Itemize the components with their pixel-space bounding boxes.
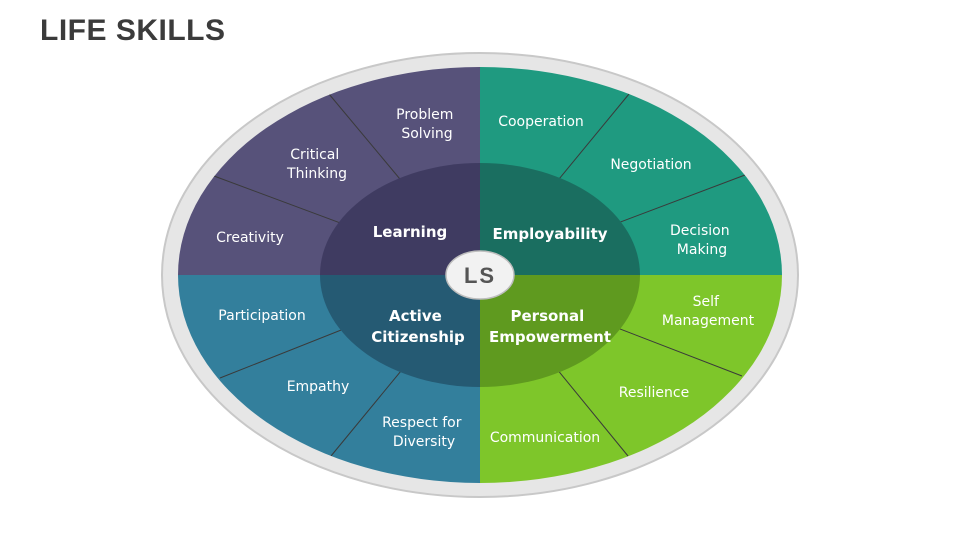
center-badge	[445, 250, 515, 300]
employability-core-label: Employability	[492, 225, 607, 243]
skill-empathy: Empathy	[287, 379, 350, 395]
skill-respect-for-diversity: Respect for Diversity	[382, 415, 466, 450]
citizenship-core-label: Active Citizenship	[371, 307, 465, 346]
learning-core-label: Learning	[373, 223, 448, 241]
center-label: LS	[464, 263, 496, 288]
skill-self-management: Self Management	[662, 294, 755, 329]
skill-creativity: Creativity	[216, 230, 284, 246]
skill-critical-thinking: Critical Thinking	[286, 147, 347, 182]
skill-communication: Communication	[490, 430, 600, 446]
empowerment-core-label: Personal Empowerment	[489, 307, 611, 346]
skill-decision-making: Decision Making	[670, 223, 734, 258]
skill-resilience: Resilience	[619, 385, 689, 401]
skill-cooperation: Cooperation	[498, 114, 584, 130]
skill-participation: Participation	[218, 308, 305, 324]
page-title: LIFE SKILLS	[40, 14, 226, 47]
skill-problem-solving: Problem Solving	[396, 107, 458, 142]
skill-negotiation: Negotiation	[610, 157, 691, 173]
